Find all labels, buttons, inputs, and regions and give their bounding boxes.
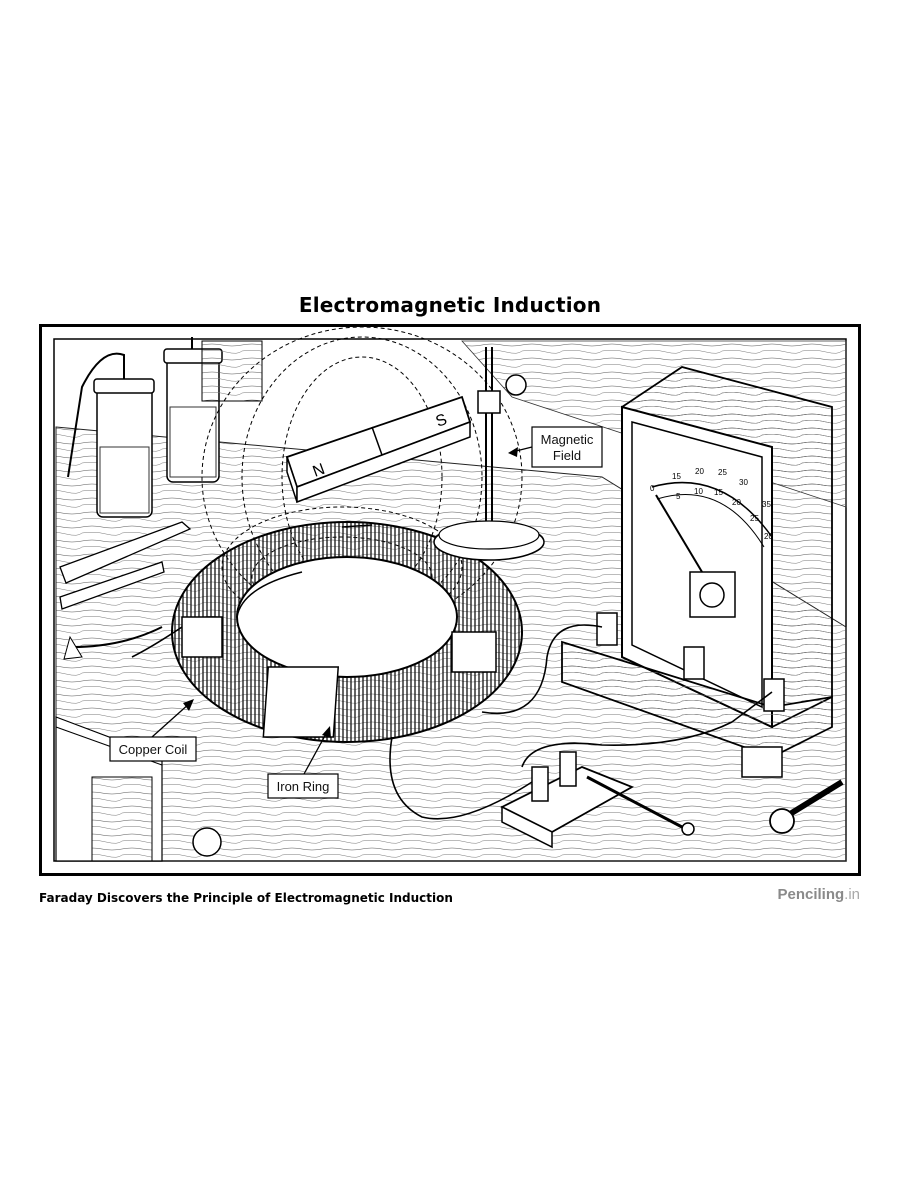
induction-illustration: N S Magnetic Field 0 <box>53 327 847 862</box>
hand-tools <box>59 521 192 660</box>
inner-scale-20b: 20 <box>764 532 773 541</box>
scale-15: 15 <box>672 472 681 481</box>
page-title: Electromagnetic Induction <box>298 293 602 317</box>
inner-scale-25: 25 <box>750 514 759 523</box>
scale-0: 0 <box>650 484 655 493</box>
magnetic-field-label-line2: Field <box>553 448 581 463</box>
inner-scale-20: 20 <box>732 498 741 507</box>
brand-tld: .in <box>844 886 860 903</box>
meter-scale: 0 15 20 25 30 35 5 10 15 20 25 20 <box>650 467 773 541</box>
scale-25: 25 <box>718 468 727 477</box>
scale-35: 35 <box>762 500 771 509</box>
galvanometer: 0 15 20 25 30 35 5 10 15 20 25 20 <box>561 366 833 778</box>
switch-key <box>499 751 695 849</box>
iron-ring-callout: Iron Ring <box>267 726 339 799</box>
wires <box>131 624 773 820</box>
magnetic-field-label-line1: Magnetic <box>541 432 594 447</box>
iron-ring-label: Iron Ring <box>277 779 330 794</box>
magnetic-field-callout: Magnetic Field <box>508 426 603 468</box>
scale-30: 30 <box>739 478 748 487</box>
inner-scale-15: 15 <box>714 488 723 497</box>
inner-scale-10: 10 <box>694 487 703 496</box>
figure-caption: Faraday Discovers the Principle of Elect… <box>39 891 453 905</box>
battery-jars <box>67 337 263 518</box>
copper-coil-label: Copper Coil <box>119 742 188 757</box>
illustration-frame: N S Magnetic Field 0 <box>39 324 861 876</box>
drawer-knob <box>192 827 222 857</box>
inner-scale-5: 5 <box>676 492 681 501</box>
screwdriver <box>769 779 844 834</box>
brand-watermark[interactable]: Penciling.in <box>777 886 860 903</box>
brand-name: Penciling <box>777 886 845 903</box>
magnet-n-label: N <box>311 461 328 481</box>
scale-20: 20 <box>695 467 704 476</box>
copper-coil-callout: Copper Coil <box>109 699 197 762</box>
iron-ring-coil <box>171 521 523 743</box>
bar-magnet: N S <box>285 395 472 504</box>
ring-stand <box>433 347 545 561</box>
